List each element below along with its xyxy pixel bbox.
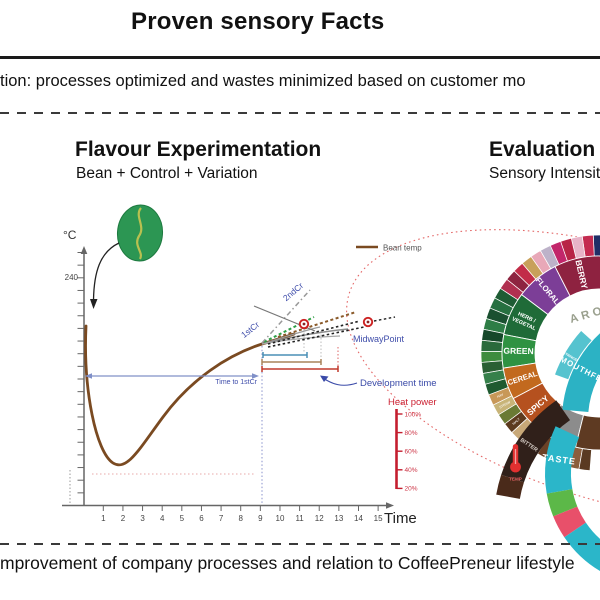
- y-axis-ticks: [77, 252, 84, 494]
- wheel-mid-segment: [501, 333, 537, 369]
- x-tick-label: 4: [160, 514, 165, 523]
- heat-power-ticks: 100% 80% 60% 40% 20%: [396, 411, 422, 493]
- heat-power-label: Heat power: [388, 397, 437, 408]
- coffee-bean-icon: [116, 204, 164, 262]
- x-axis-arrow-icon: [386, 502, 394, 509]
- wheel-outer-segment: [480, 339, 503, 353]
- x-tick-label: 14: [354, 514, 363, 523]
- projection-brown-dashed: [277, 311, 357, 338]
- projection-black-dashed-3: [373, 316, 396, 322]
- first-crack-label: 1stCr: [239, 319, 261, 339]
- x-tick-label: 1: [101, 514, 106, 523]
- phase-bar-blue: [262, 352, 308, 358]
- heat-tick-label: 20%: [405, 486, 418, 493]
- dashed-divider-bottom: [0, 543, 600, 545]
- marker-first: [298, 318, 310, 330]
- x-tick-label: 6: [199, 514, 204, 523]
- x-tick-label: 5: [180, 514, 185, 523]
- y-tick-240: 240: [65, 273, 79, 282]
- x-tick-label: 11: [295, 514, 304, 523]
- flavour-experimentation-title: Flavour Experimentation: [75, 138, 322, 161]
- mouthfeel-ring: [562, 333, 600, 413]
- heat-tick-label: 80%: [405, 430, 418, 437]
- x-tick-label: 10: [276, 514, 285, 523]
- x-axis-title: Time: [384, 510, 417, 527]
- top-rule-divider: [0, 56, 600, 59]
- wheel-label: STRAW: [499, 400, 512, 410]
- temp-label: TEMP: [509, 477, 522, 482]
- taste-ring-2: [564, 522, 600, 571]
- y-unit-label: °C: [63, 228, 77, 242]
- wheel-label: GREEN: [503, 346, 533, 357]
- heat-tick-label: 60%: [405, 449, 418, 456]
- phase-bar-tan: [261, 359, 322, 365]
- bean-pointer-arrow: [92, 242, 120, 301]
- wheel-label: MALT: [512, 417, 521, 426]
- cocoa-band: [496, 474, 525, 500]
- bottom-note-text: mprovement of company processes and rela…: [0, 553, 575, 573]
- flavour-experimentation-subtitle: Bean + Control + Variation: [76, 165, 258, 182]
- taste-ring: [545, 426, 580, 494]
- wheel-mid-segment: [502, 362, 544, 400]
- wheel-label: TASTE: [542, 452, 577, 467]
- bean-temp-curve: [84, 324, 296, 467]
- marker-midway: [362, 316, 374, 328]
- wheel-mid-segment: [520, 265, 571, 316]
- x-tick-label: 8: [238, 514, 243, 523]
- development-arrow: [322, 377, 358, 386]
- time-to-first-span: [85, 373, 259, 379]
- projection-black-dashed-2: [267, 326, 365, 348]
- development-arrowhead-icon: [320, 375, 329, 382]
- x-tick-label: 12: [315, 514, 324, 523]
- time-to-first-label: Time to 1stCr: [215, 379, 257, 386]
- wheel-mid-segment: [503, 293, 549, 342]
- x-tick-label: 9: [258, 514, 263, 523]
- mouthfeel-astringent-band: [555, 331, 592, 380]
- variation-line-3: [261, 335, 341, 345]
- x-tick-label: 7: [219, 514, 224, 523]
- wheel-label: HAY: [496, 392, 504, 399]
- wheel-mid-segment: [554, 255, 600, 297]
- taste-green-segment: [546, 488, 578, 517]
- dashed-divider-top: [0, 112, 600, 114]
- evaluation-title: Evaluation: [489, 138, 596, 161]
- legend-bean-temp-label: Bean temp: [383, 244, 422, 253]
- x-tick-label: 3: [140, 514, 145, 523]
- development-time-label: Development time: [360, 378, 437, 389]
- x-tick-label: 13: [334, 514, 343, 523]
- phase-bar-red: [261, 366, 339, 372]
- bean-pointer-arrowhead-icon: [90, 299, 98, 309]
- legend-bean-temp: Bean temp: [356, 244, 422, 253]
- evaluation-subtitle: Sensory Intensity: [489, 165, 600, 182]
- midway-point-label: MidwayPoint: [353, 334, 405, 344]
- taste-pink-segment: [553, 506, 587, 538]
- x-tick-label: 2: [121, 514, 126, 523]
- x-tick-label: 15: [374, 514, 383, 523]
- heat-tick-label: 100%: [405, 411, 422, 418]
- projection-black-dashed-1: [267, 320, 361, 345]
- heat-tick-label: 40%: [405, 467, 418, 474]
- page-title: Proven sensory Facts: [131, 8, 385, 35]
- top-note-text: tion: processes optimized and wastes min…: [0, 72, 526, 90]
- thermometer-icon: [510, 444, 521, 473]
